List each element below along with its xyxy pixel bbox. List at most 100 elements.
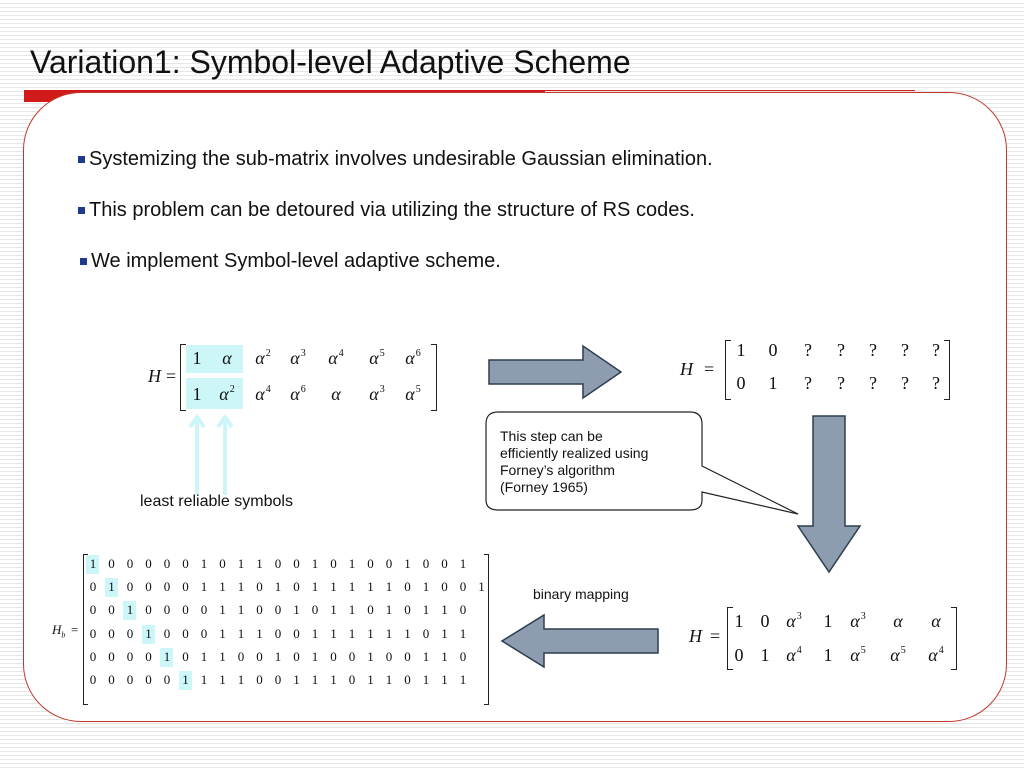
matrix-cell: ? xyxy=(932,340,940,360)
binary-cell: 1 xyxy=(237,625,245,641)
binary-cell: 0 xyxy=(422,625,430,641)
binary-cell: 0 xyxy=(293,556,300,571)
binary-cell: 1 xyxy=(367,579,374,595)
binary-cell: 1 xyxy=(330,672,337,687)
binary-cell: 1 xyxy=(367,672,374,687)
binary-cell: 1 xyxy=(330,625,337,641)
bullet-item: Systemizing the sub-matrix involves unde… xyxy=(78,148,713,171)
binary-cell: 0 xyxy=(200,625,208,641)
right-bracket xyxy=(431,344,437,411)
binary-cell: 0 xyxy=(108,625,115,641)
matrix-cell: ? xyxy=(837,373,845,393)
bullet-item: We implement Symbol-level adaptive schem… xyxy=(80,250,501,273)
callout-line: Forney’s algorithm xyxy=(500,462,615,478)
matrix-cell: ? xyxy=(901,373,909,393)
binary-cell: 1 xyxy=(219,602,226,618)
binary-cell: 1 xyxy=(422,672,430,687)
left-bracket xyxy=(725,340,731,400)
binary-cell: 1 xyxy=(237,602,245,618)
binary-cell: 1 xyxy=(404,625,411,641)
binary-cell: 1 xyxy=(126,602,134,618)
callout-bubble xyxy=(485,411,799,515)
binary-cell: 1 xyxy=(311,579,319,595)
matrix-cell: 0 xyxy=(768,340,778,360)
diagonal-highlight xyxy=(86,555,99,574)
binary-cell: 0 xyxy=(385,556,393,571)
binary-cell: 0 xyxy=(89,625,97,641)
title-accent-line xyxy=(545,90,915,91)
binary-cell: 0 xyxy=(182,648,189,664)
binary-cell: 0 xyxy=(293,579,300,595)
binary-cell: 0 xyxy=(145,648,152,664)
binary-cell: 0 xyxy=(459,602,467,618)
matrix-cell: α xyxy=(222,348,232,368)
binary-cell: 1 xyxy=(256,625,263,641)
highlight-row2 xyxy=(186,378,243,409)
binary-cell: 1 xyxy=(237,672,245,687)
binary-cell: 0 xyxy=(330,648,337,664)
binary-cell: 0 xyxy=(441,579,448,595)
binary-cell: 0 xyxy=(145,672,152,687)
binary-cell: 1 xyxy=(441,672,448,687)
binary-cell: 1 xyxy=(293,672,300,687)
binary-cell: 1 xyxy=(385,625,393,641)
binary-cell: 0 xyxy=(126,556,134,571)
binary-cell: 1 xyxy=(330,602,337,618)
binary-cell: 1 xyxy=(219,625,226,641)
equals-sign: = xyxy=(704,359,715,379)
binary-cell: 1 xyxy=(385,672,393,687)
binary-cell: 0 xyxy=(256,672,263,687)
binary-cell: 1 xyxy=(459,672,467,687)
binary-cell: 0 xyxy=(422,556,430,571)
binary-cell: 0 xyxy=(200,602,208,618)
matrix-cell: ? xyxy=(932,373,940,393)
matrix-cell: ? xyxy=(837,340,845,360)
binary-cell: 1 xyxy=(311,556,319,571)
binary-cell: 0 xyxy=(311,602,319,618)
binary-cell: 0 xyxy=(256,579,263,595)
right-arrow-icon xyxy=(488,344,623,400)
matrix-cell: α xyxy=(331,384,341,404)
matrix-cell: α4 xyxy=(255,384,271,404)
matrix-cell: α3 xyxy=(290,348,306,368)
binary-cell: 1 xyxy=(348,556,356,571)
binary-cell: 1 xyxy=(108,579,115,595)
binary-cell: 0 xyxy=(182,556,189,571)
left-bracket xyxy=(180,344,186,411)
binary-cell: 0 xyxy=(182,602,189,618)
binary-cell: 0 xyxy=(163,556,171,571)
binary-cell: 0 xyxy=(459,648,467,664)
diagonal-highlight xyxy=(123,601,136,621)
matrix-cell: 1 xyxy=(823,611,833,631)
binary-cell: 1 xyxy=(311,648,319,664)
binary-cell: 1 xyxy=(478,579,485,595)
binary-cell: 0 xyxy=(237,648,245,664)
binary-mapping-label: binary mapping xyxy=(533,586,629,602)
binary-cell: 0 xyxy=(126,579,134,595)
matrix-cell: α4 xyxy=(786,645,802,665)
binary-cell: 0 xyxy=(274,672,282,687)
matrix-cell: α4 xyxy=(928,645,944,665)
matrix-cell: 1 xyxy=(734,611,744,631)
right-bracket xyxy=(484,554,489,705)
matrix-cell: α5 xyxy=(850,645,866,665)
binary-cell: 0 xyxy=(89,672,97,687)
matrix-label: H xyxy=(689,626,702,646)
binary-cell: 0 xyxy=(404,602,411,618)
bullet-text: Systemizing the sub-matrix involves unde… xyxy=(89,148,713,170)
binary-cell: 0 xyxy=(404,579,411,595)
binary-cell: 0 xyxy=(348,648,356,664)
binary-cell: 1 xyxy=(459,556,467,571)
binary-cell: 1 xyxy=(200,648,208,664)
equals-sign: = xyxy=(710,626,721,646)
binary-cell: 0 xyxy=(163,579,171,595)
binary-cell: 0 xyxy=(182,579,189,595)
binary-cell: 1 xyxy=(348,602,356,618)
binary-cell: 1 xyxy=(219,672,226,687)
left-arrow-icon xyxy=(500,613,659,669)
equals-sign: = xyxy=(166,366,177,386)
binary-cell: 0 xyxy=(89,579,97,595)
matrix-cell: α6 xyxy=(405,348,421,368)
binary-cell: 0 xyxy=(108,672,115,687)
binary-cell: 0 xyxy=(108,556,115,571)
